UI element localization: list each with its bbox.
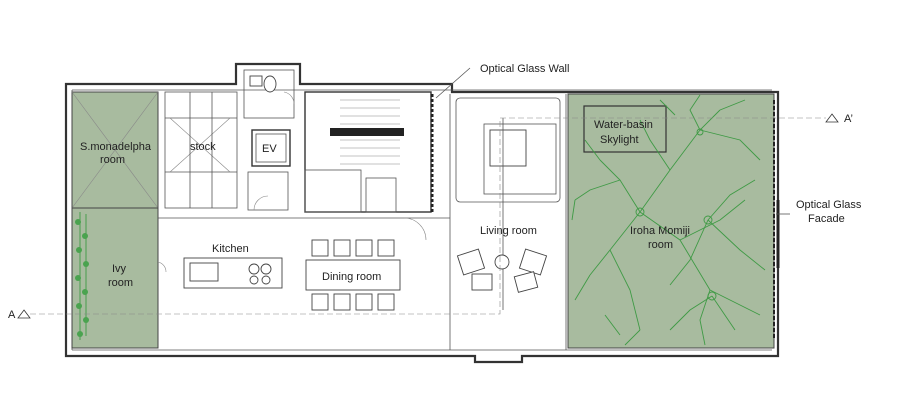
cooktop-burner-1 [248,263,260,275]
kitchen-door-swing [403,217,427,241]
wc-room [243,69,295,119]
ivy-label-1: Ivy [112,263,127,275]
toilet-fixture [263,75,277,93]
water-basin-label-1: Water-basin [594,119,653,131]
section-line-a [30,117,826,315]
stairwell [304,91,432,213]
section-a-prime-label: A’ [844,113,853,125]
ivy-door [157,261,167,273]
iroha-momiji-label-2: room [648,239,673,251]
kitchen-sink [189,262,219,282]
cooktop-burner-4 [261,275,271,285]
dining-room-label: Dining room [322,271,381,283]
s-monadelpha-label-1: S.monadelpha [80,141,152,153]
ivy-plants [75,212,89,340]
cooktop-burner-3 [249,275,259,285]
sofa-outline [483,123,557,195]
section-marker-a [17,309,31,319]
s-monadelpha-diagonal-2 [71,91,159,209]
optical-glass-wall-label: Optical Glass Wall [480,63,569,75]
ivy-label-2: room [108,277,133,289]
stock-label: stock [190,141,216,153]
elevator-shaft [251,129,291,167]
s-monadelpha-label-2: room [100,154,125,166]
living-upper-area [455,97,561,203]
sink-fixture [249,75,263,87]
optical-glass-facade-label-2: Facade [808,213,845,225]
duct-shaft [365,177,397,213]
living-room-label: Living room [480,225,537,237]
section-a-label: A [8,309,16,321]
optical-glass-facade-label-1: Optical Glass [796,199,862,211]
ev-lobby [247,171,289,211]
iroha-momiji-garden [567,93,775,349]
stair-landing-rail [330,128,404,136]
stock-diagonal-2 [169,117,231,173]
stair-treads [340,99,400,165]
kitchen-label: Kitchen [212,243,249,255]
cooktop-burner-2 [260,263,272,275]
glass-wall-leader [435,67,471,99]
dining-chairs [311,239,395,311]
lobby-door-swing [253,195,269,211]
living-chairs [456,248,548,293]
water-basin-label-2: Skylight [600,134,639,146]
elevator-car [255,133,287,163]
stock-room [164,91,238,209]
coffee-table [489,129,527,167]
ev-label: EV [262,143,277,155]
iroha-momiji-tree [571,94,766,346]
outer-wall [64,62,780,364]
section-marker-a-prime [825,113,839,123]
wc-door-swing [283,91,295,105]
utility-room [304,169,362,213]
dining-table [305,259,401,291]
water-basin-skylight [583,105,667,153]
iroha-momiji-label-1: Iroha Momiji [630,225,690,237]
